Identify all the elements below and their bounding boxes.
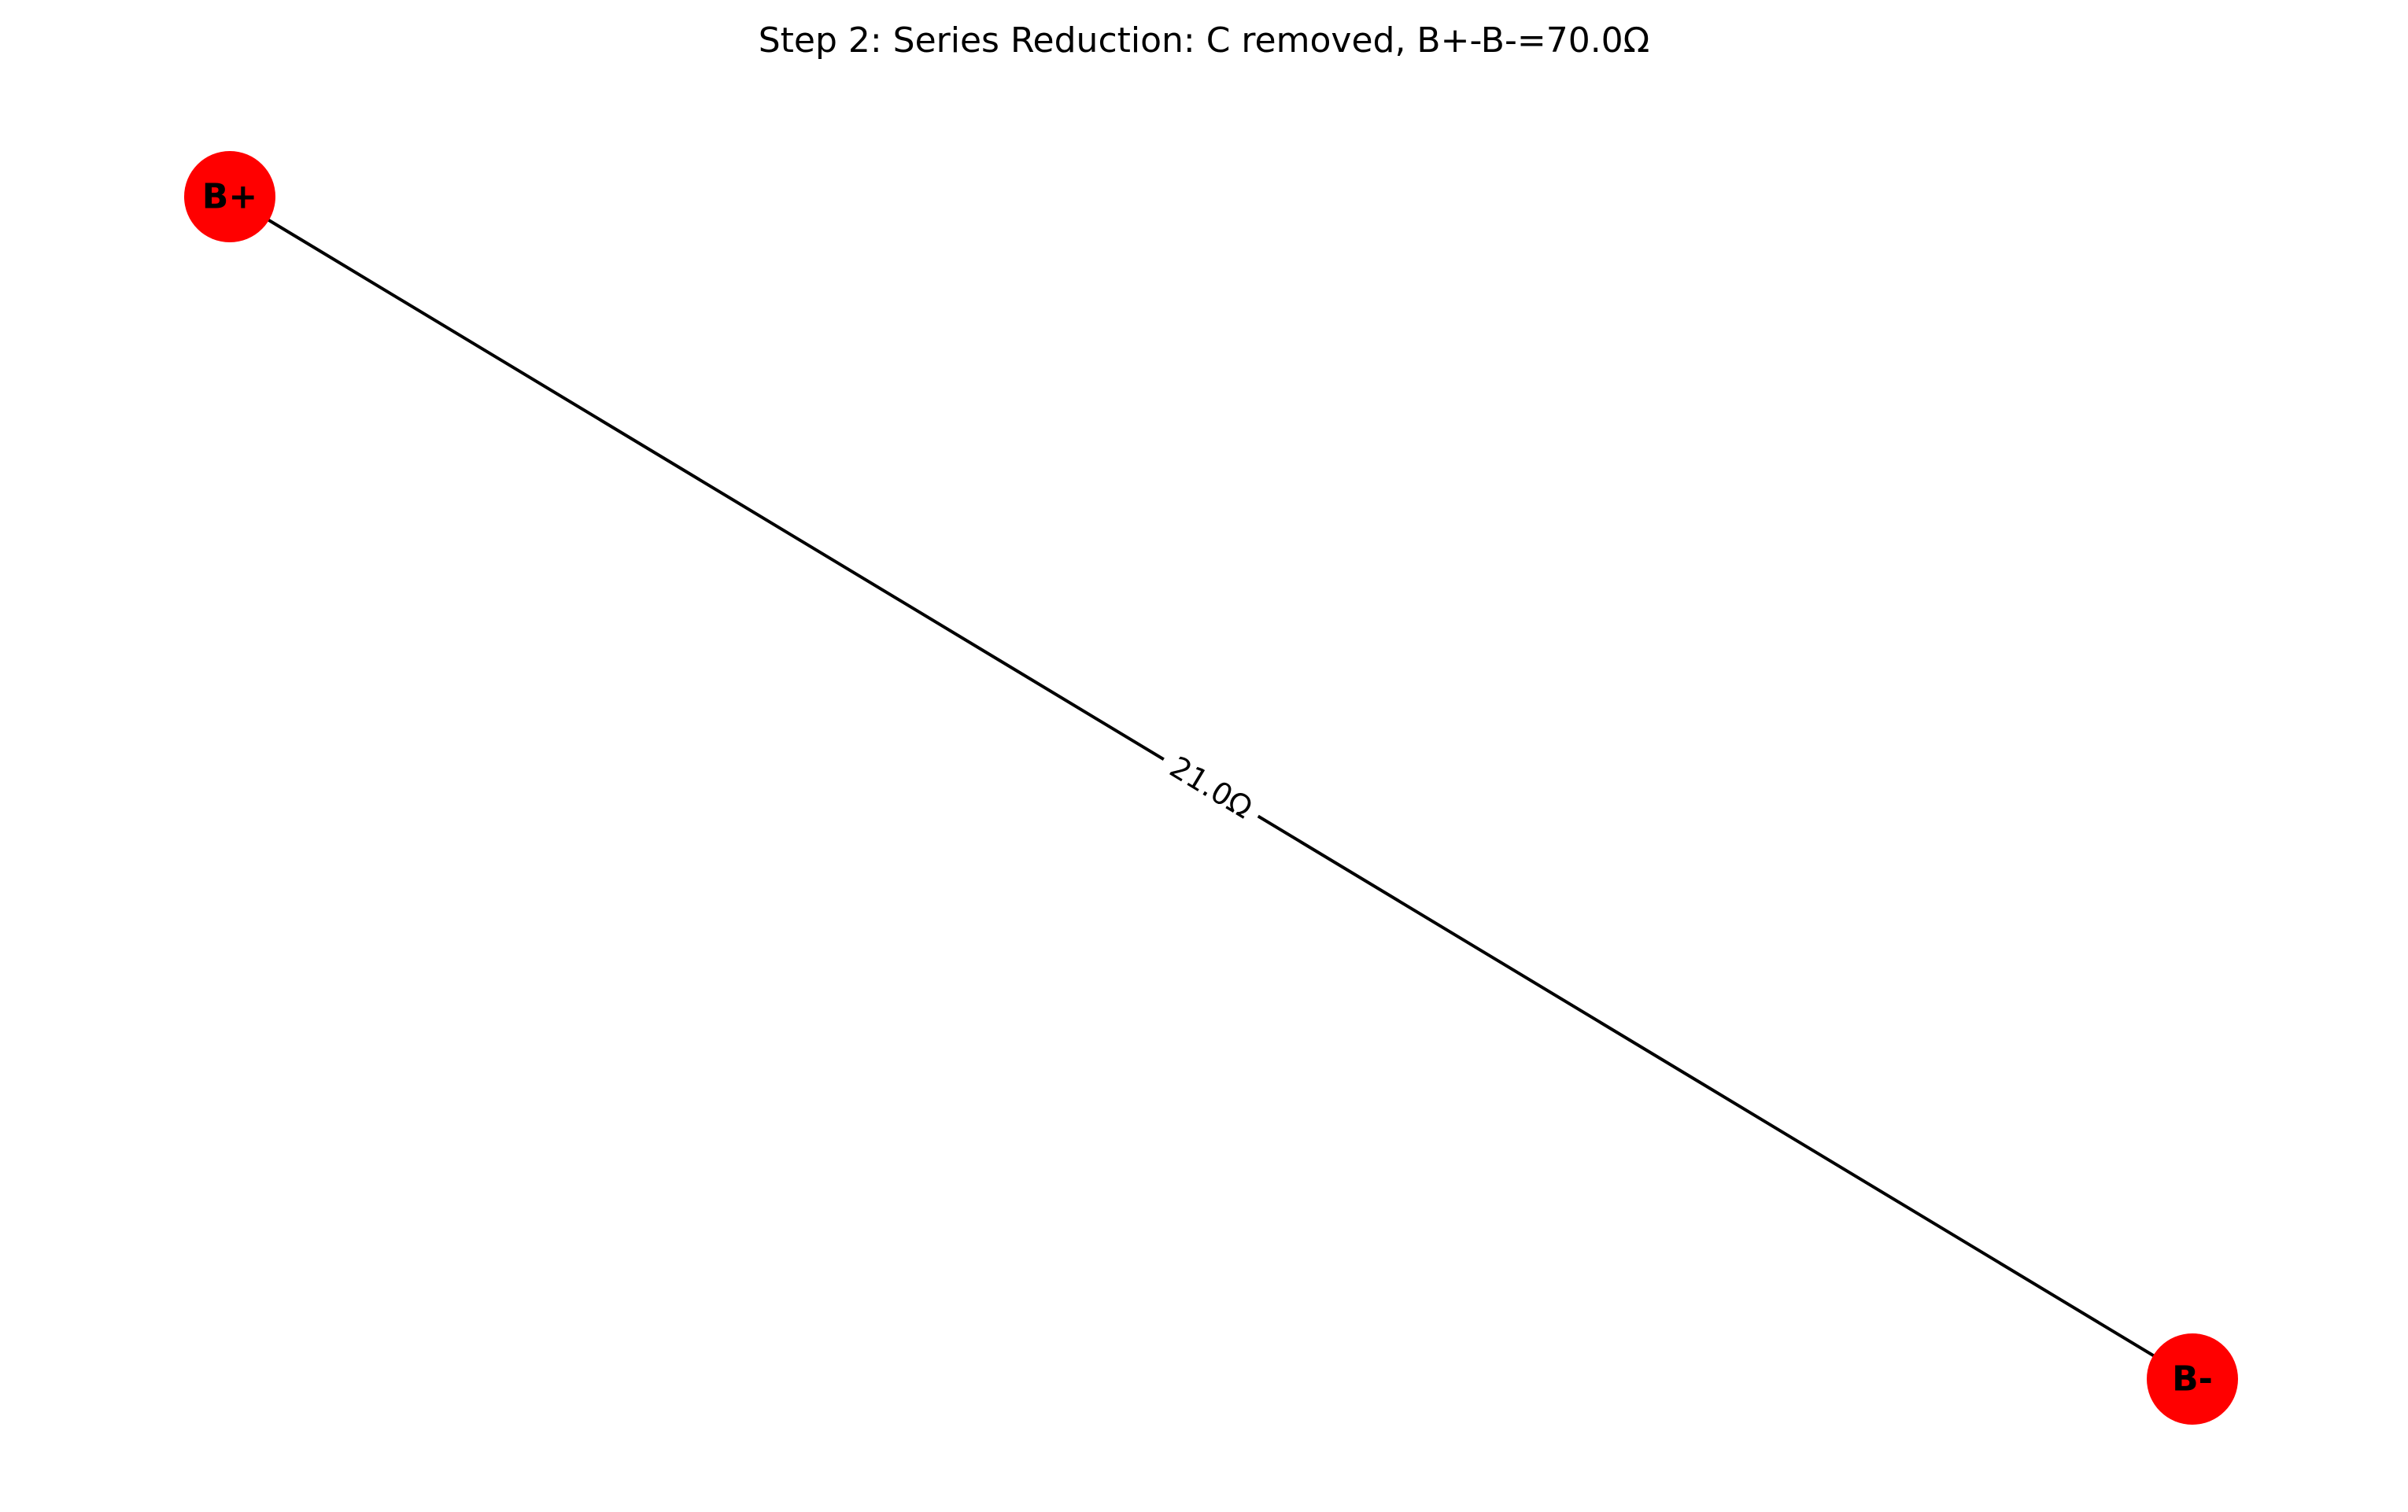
diagram-title: Step 2: Series Reduction: C removed, B+-… — [759, 20, 1650, 61]
node-b-plus: B+ — [184, 151, 275, 242]
node-label: B- — [2172, 1359, 2213, 1400]
node-circle — [2147, 1333, 2238, 1425]
node-circle — [184, 151, 275, 242]
node-b-minus: B- — [2147, 1333, 2238, 1425]
node-label: B+ — [202, 177, 257, 217]
edge-label-background — [1153, 741, 1269, 834]
